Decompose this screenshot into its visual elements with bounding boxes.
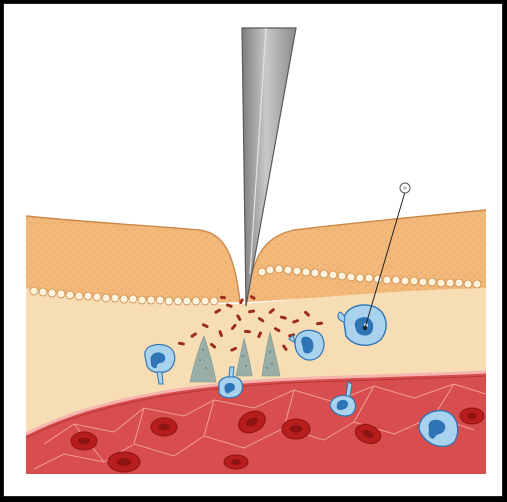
red-blood-cell-icon xyxy=(151,418,177,436)
red-blood-cell-icon xyxy=(224,455,248,469)
inflammation-diagram xyxy=(4,4,503,497)
red-blood-cell-icon xyxy=(108,452,140,472)
red-blood-cell-icon xyxy=(71,432,97,450)
red-blood-cell-icon xyxy=(282,419,310,439)
diagram-canvas xyxy=(3,3,503,497)
red-blood-cell-icon xyxy=(460,408,484,424)
